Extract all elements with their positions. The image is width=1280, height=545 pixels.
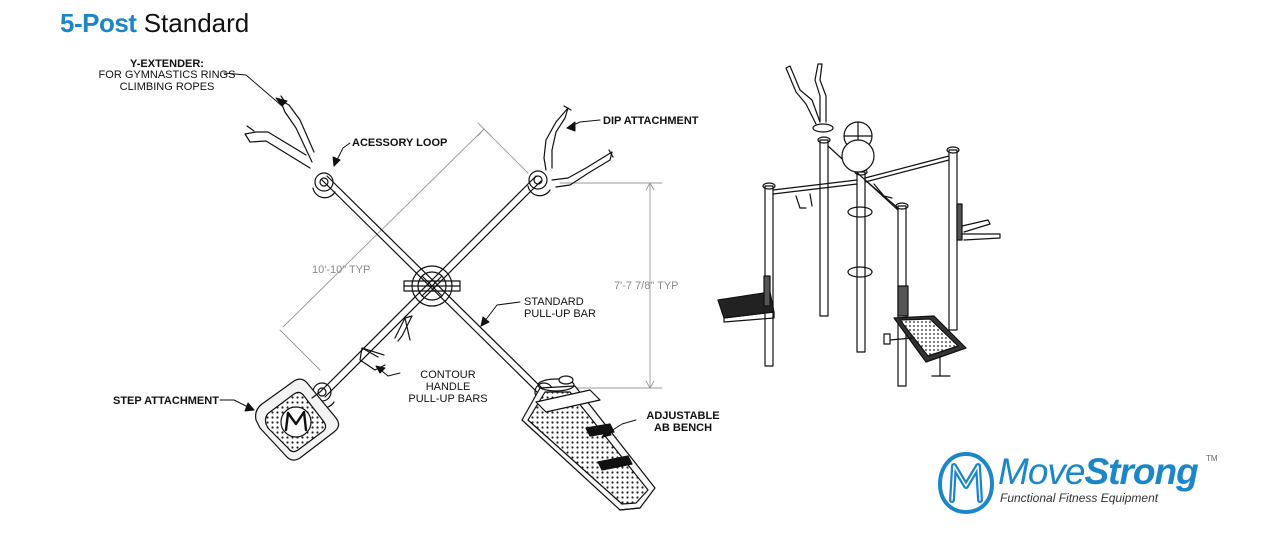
dimension-diagonal: 10'-10" TYP — [312, 264, 371, 276]
beam-nw-se — [321, 175, 547, 397]
ab-bench — [521, 375, 656, 511]
iso-small-bars — [795, 183, 893, 209]
label-standard-line2: PULL-UP BAR — [524, 308, 596, 320]
post-loop-ne — [527, 170, 551, 197]
iso-hoops — [841, 121, 875, 278]
logo-wordmark: MoveStrong — [998, 451, 1199, 492]
label-dip-attachment: DIP ATTACHMENT — [603, 115, 699, 127]
page-title: 5-Post Standard — [60, 6, 249, 40]
logo-tagline: Functional Fitness Equipment — [1000, 491, 1159, 505]
logo-trademark: TM — [1206, 454, 1218, 463]
dimension-height: 7'-7 7/8" TYP — [614, 280, 679, 292]
label-contour-line1: CONTOUR — [420, 369, 476, 381]
label-contour-line2: HANDLE — [425, 381, 471, 393]
post-loop-nw — [312, 172, 336, 199]
logo-word-part2: Strong — [1084, 451, 1198, 492]
logo-word-part1: Move — [998, 451, 1085, 492]
iso-y-extender — [785, 63, 834, 133]
logo-m-icon — [937, 451, 995, 515]
iso-crossbars — [772, 145, 950, 211]
label-contour-line3: PULL-UP BARS — [408, 393, 488, 405]
title-bold: 5-Post — [60, 8, 137, 38]
iso-ab-bench — [883, 285, 967, 377]
dip-attachment — [543, 105, 614, 188]
label-standard-line1: STANDARD — [524, 296, 584, 308]
label-step-attachment: STEP ATTACHMENT — [113, 395, 219, 407]
label-y-extender-line1: FOR GYMNASTICS RINGS — [98, 69, 236, 81]
label-accessory-loop: ACESSORY LOOP — [352, 137, 448, 149]
movestrong-logo: MoveStrong TM Functional Fitness Equipme… — [936, 450, 1236, 516]
contour-handles — [359, 315, 413, 371]
label-ab-bench-line1: ADJUSTABLE — [646, 410, 720, 422]
plan-view — [244, 95, 663, 511]
center-hub — [403, 265, 461, 307]
label-y-extender-line2: CLIMBING ROPES — [119, 81, 215, 93]
title-regular: Standard — [143, 8, 250, 38]
label-y-extender-title: Y-EXTENDER: — [130, 58, 204, 70]
y-extender — [244, 95, 315, 169]
step-attachment — [255, 378, 340, 461]
isometric-view — [717, 63, 1001, 387]
iso-step — [717, 275, 775, 323]
leader-lines — [219, 72, 637, 438]
iso-dip — [956, 203, 1001, 241]
label-ab-bench-line2: AB BENCH — [653, 422, 713, 434]
